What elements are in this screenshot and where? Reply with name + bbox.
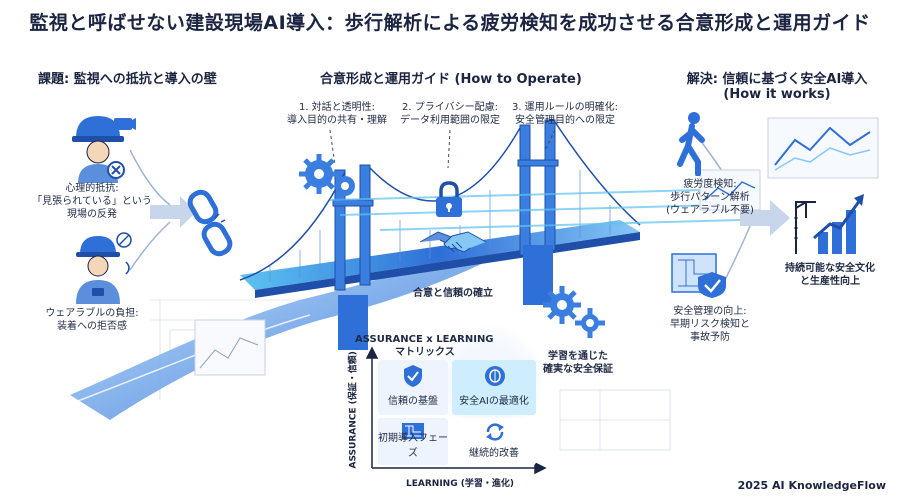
matrix-cell-ai-optimization: 安全AIの最適化 xyxy=(452,360,536,415)
left-mini-chart xyxy=(194,319,266,376)
blueprint-icon xyxy=(402,423,424,439)
y-axis-label: ASSURANCE (保証・信頼) xyxy=(348,351,359,469)
matrix-cell-trust-foundation: 信頼の基盤 xyxy=(378,360,448,415)
safety-map-icon xyxy=(671,253,726,298)
growth-chart-icon xyxy=(794,194,864,254)
x-axis-label: LEARNING (学習・進化) xyxy=(406,479,514,489)
left-heading: 課題: 監視への抵抗と導入の壁 xyxy=(38,72,217,87)
step2-text: 2. プライバシー配慮: データ利用範囲の限定 xyxy=(400,102,500,126)
matrix-title: ASSURANCE x LEARNING マトリックス xyxy=(355,334,494,358)
mini-chart-2 xyxy=(699,169,761,211)
broken-chain-icon xyxy=(187,189,233,257)
learning-note: 学習を通じた 確実な安全保証 xyxy=(543,351,613,375)
mini-chart-1 xyxy=(767,117,879,179)
right-heading: 解決: 信頼に基づく安全AI導入 (How it works) xyxy=(686,72,868,102)
footer-credit: 2025 AI KnowledgeFlow xyxy=(737,479,886,492)
step3-text: 3. 運用ルールの明確化: 安全管理目的への限定 xyxy=(511,102,619,126)
center-heading: 合意形成と運用ガイド (How to Operate) xyxy=(320,72,582,87)
worker-camera-icon xyxy=(72,116,136,183)
gears-icon xyxy=(299,154,355,196)
outcome-text: 持続可能な安全文化 と生産性向上 xyxy=(785,263,875,287)
bridge-label: 合意と信頼の確立 xyxy=(413,288,493,299)
learning-gears-icon xyxy=(543,286,605,338)
worker-wearable-icon xyxy=(76,232,132,304)
handshake-icon xyxy=(419,231,487,253)
matrix-cell-initial-phase: 初期導入フェーズ xyxy=(378,418,448,465)
refresh-icon xyxy=(486,423,504,441)
left-item2-text: ウェアラブルの負担: 装着への拒否感 xyxy=(45,308,139,332)
y-axis-label-wrap: ASSURANCE (保証・信頼) xyxy=(344,351,359,469)
right-item1-text: 疲労度検知: 歩行パターン解析 (ウェアラブル不要) xyxy=(666,179,754,216)
right-item2-text: 安全管理の向上: 早期リスク検知と 事故予防 xyxy=(670,306,750,343)
left-flow-arrows xyxy=(150,196,196,228)
walking-person-icon xyxy=(677,112,705,176)
step1-text: 1. 対話と透明性: 導入目的の共有・理解 xyxy=(287,102,387,126)
left-item1-text: 心理的抵抗: 「見張られている」という 現場の反発 xyxy=(32,183,152,220)
shield-check-icon xyxy=(404,365,422,387)
page-title: 監視と呼ばせない建設現場AI導入：歩行解析による疲労検知を成功させる合意形成と運… xyxy=(29,12,871,34)
ai-brain-icon xyxy=(485,366,505,386)
padlock-icon xyxy=(436,181,462,217)
matrix-cell-continuous-improvement: 継続的改善 xyxy=(452,418,536,465)
